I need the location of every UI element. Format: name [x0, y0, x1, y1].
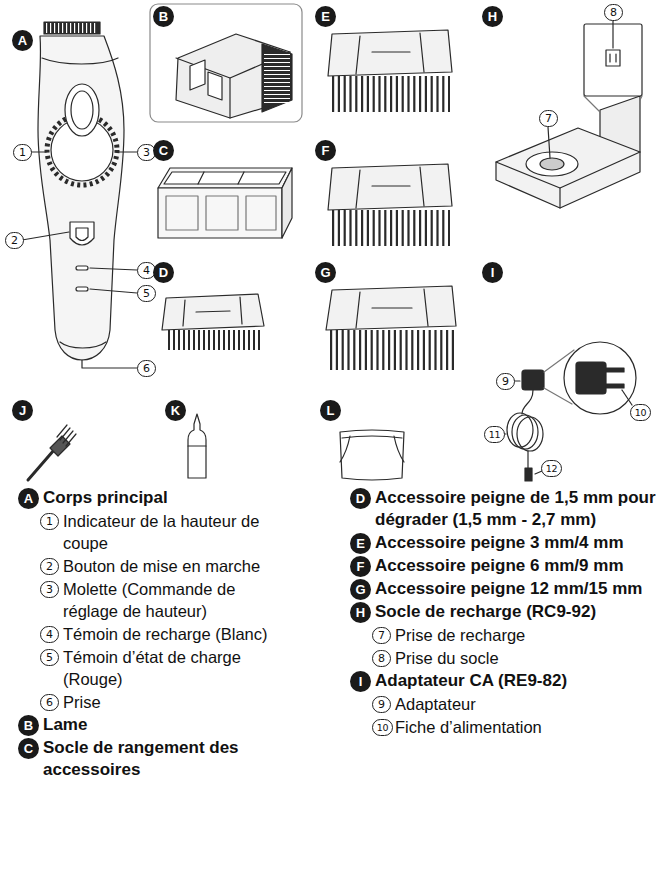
part-description: Fiche d’alimentation — [395, 716, 650, 738]
list-item: GAccessoire peigne 12 mm/15 mm — [350, 578, 660, 600]
list-item: 4Témoin de recharge (Blanc) — [18, 623, 293, 645]
list-item: CSocle de rangement des accessoires — [18, 737, 313, 781]
callout-number: 4 — [40, 626, 59, 643]
part-letter: H — [482, 6, 503, 27]
part-description: Molette (Commande de réglage de hauteur) — [63, 578, 293, 622]
callout-number: 5 — [40, 649, 59, 666]
part-letter: E — [350, 533, 371, 554]
list-item: 6Prise — [18, 691, 293, 713]
part-letter: I — [482, 262, 503, 283]
part-description: Indicateur de la hauteur de coupe — [63, 510, 293, 554]
list-item: 5Témoin d’état de charge (Rouge) — [18, 646, 293, 690]
list-item: EAccessoire peigne 3 mm/4 mm — [350, 532, 660, 554]
part-name: Accessoire peigne 6 mm/9 mm — [375, 555, 660, 577]
list-item: 2Bouton de mise en marche — [18, 555, 293, 577]
part-letter: A — [18, 488, 39, 509]
callout-number: 1 — [13, 144, 32, 161]
callout-number: 9 — [372, 696, 391, 713]
list-item: ACorps principal — [18, 487, 313, 509]
part-description: Témoin de recharge (Blanc) — [63, 623, 293, 645]
list-item: 10Fiche d’alimentation — [350, 716, 650, 738]
list-item: 3Molette (Commande de réglage de hauteur… — [18, 578, 293, 622]
list-item: DAccessoire peigne de 1,5 mm pour dégrad… — [350, 487, 660, 531]
callout-number: 1 — [40, 513, 59, 530]
list-item: 1Indicateur de la hauteur de coupe — [18, 510, 293, 554]
part-description: Prise de recharge — [395, 624, 650, 646]
list-item: 8Prise du socle — [350, 647, 650, 669]
callout-number: 11 — [484, 426, 505, 443]
part-letter: L — [320, 400, 341, 421]
part-letter: E — [315, 6, 336, 27]
part-description: Bouton de mise en marche — [63, 555, 293, 577]
callout-number: 10 — [630, 404, 651, 421]
part-description: Adaptateur — [395, 693, 650, 715]
part-name: Accessoire peigne de 1,5 mm pour dégrade… — [375, 487, 660, 531]
callout-number: 6 — [40, 694, 59, 711]
part-letter: G — [315, 262, 336, 283]
callout-number: 9 — [496, 373, 515, 390]
part-letter: D — [350, 488, 371, 509]
part-name: Accessoire peigne 12 mm/15 mm — [375, 578, 660, 600]
part-letter: B — [18, 715, 39, 736]
part-letter: F — [350, 556, 371, 577]
list-item: 9Adaptateur — [350, 693, 650, 715]
part-name: Adaptateur CA (RE9-82) — [375, 670, 660, 692]
part-letter: H — [350, 602, 371, 623]
part-letter: J — [12, 400, 33, 421]
part-description: Prise — [63, 691, 293, 713]
callout-number: 8 — [604, 4, 623, 21]
list-item: BLame — [18, 714, 313, 736]
part-letter: F — [315, 140, 336, 161]
callout-number: 7 — [372, 627, 391, 644]
part-letter: C — [18, 738, 39, 759]
list-item: HSocle de recharge (RC9-92) — [350, 601, 660, 623]
part-letter: K — [165, 400, 186, 421]
part-letter: G — [350, 579, 371, 600]
part-name: Lame — [43, 714, 313, 736]
callout-number: 5 — [137, 285, 156, 302]
list-item: IAdaptateur CA (RE9-82) — [350, 670, 660, 692]
part-description: Prise du socle — [395, 647, 650, 669]
callout-number: 10 — [372, 719, 393, 736]
part-name: Corps principal — [43, 487, 313, 509]
list-item: FAccessoire peigne 6 mm/9 mm — [350, 555, 660, 577]
callout-number: 3 — [40, 581, 59, 598]
part-name: Socle de rangement des accessoires — [43, 737, 313, 781]
part-name: Accessoire peigne 3 mm/4 mm — [375, 532, 660, 554]
part-description: Témoin d’état de charge (Rouge) — [63, 646, 293, 690]
part-letter: A — [12, 30, 33, 51]
callout-number: 8 — [372, 650, 391, 667]
part-letter: D — [153, 262, 174, 283]
part-letter: B — [153, 6, 174, 27]
part-letter: I — [350, 671, 371, 692]
part-letter: C — [153, 140, 174, 161]
part-name: Socle de recharge (RC9-92) — [375, 601, 660, 623]
callout-number: 2 — [40, 558, 59, 575]
callout-number: 7 — [539, 110, 558, 127]
list-item: 7Prise de recharge — [350, 624, 650, 646]
callout-number: 2 — [5, 232, 24, 249]
callout-number: 6 — [137, 360, 156, 377]
callout-number: 12 — [541, 460, 562, 477]
